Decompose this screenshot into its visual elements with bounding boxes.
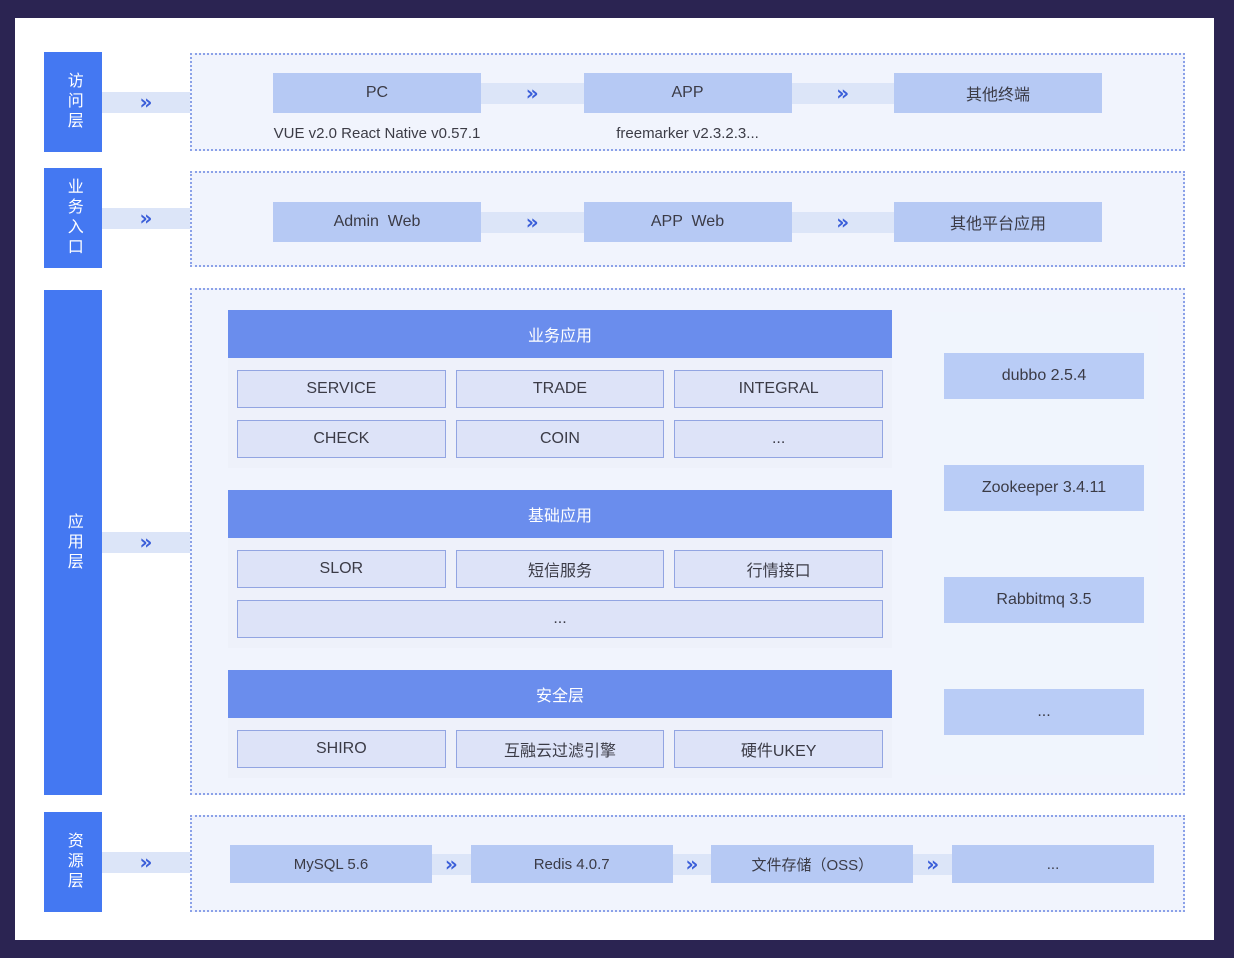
connector-access: »	[102, 92, 190, 113]
chevron-right-icon: »	[525, 209, 539, 234]
node-oss: 文件存储（OSS）	[711, 845, 914, 883]
layer-label-entry: 业务入口	[44, 168, 102, 268]
connector-resource: »	[102, 852, 190, 873]
node-other-terminal: 其他终端	[894, 73, 1102, 113]
group-security: 安全层 SHIRO 互融云过滤引擎 硬件UKEY	[228, 670, 892, 778]
mw-zookeeper: Zookeeper 3.4.11	[944, 465, 1144, 511]
middleware-column: dubbo 2.5.4 Zookeeper 3.4.11 Rabbitmq 3.…	[930, 312, 1158, 775]
cell-more-wide: ...	[237, 600, 883, 638]
layer-label-resource: 资源层	[44, 812, 102, 912]
cell-market-api: 行情接口	[674, 550, 883, 588]
layer-label-access: 访问层	[44, 52, 102, 152]
connector-entry: »	[102, 208, 190, 229]
node-other-platform: 其他平台应用	[894, 202, 1102, 242]
group-header: 业务应用	[228, 310, 892, 358]
node-box: 其他终端	[894, 73, 1102, 113]
node-admin-web: Admin Web	[273, 202, 481, 242]
connector-adminweb-appweb: »	[481, 212, 584, 233]
chevron-right-icon: »	[926, 851, 940, 876]
layer-label-text: 资源层	[64, 832, 82, 892]
cell-check: CHECK	[237, 420, 446, 458]
connector-redis-oss: »	[672, 851, 712, 876]
group-body: SLOR 短信服务 行情接口 ...	[228, 538, 892, 648]
chevron-right-icon: »	[139, 205, 153, 230]
cell-shiro: SHIRO	[237, 730, 446, 768]
node-caption: freemarker v2.3.2.3...	[616, 125, 759, 142]
group-business-apps: 业务应用 SERVICE TRADE INTEGRAL CHECK COIN .…	[228, 310, 892, 468]
access-layer-panel: PC VUE v2.0 React Native v0.57.1 » APP f…	[190, 53, 1185, 151]
cell-trade: TRADE	[455, 370, 665, 408]
connector-pc-app: »	[481, 83, 584, 104]
cell-integral: INTEGRAL	[674, 370, 883, 408]
layer-label-text: 业务入口	[64, 178, 82, 258]
cell-more: ...	[674, 420, 883, 458]
node-mysql: MySQL 5.6	[230, 845, 432, 883]
node-app: APP freemarker v2.3.2.3...	[583, 73, 792, 142]
connector-mysql-redis: »	[432, 854, 471, 875]
cell-filter-engine: 互融云过滤引擎	[455, 730, 665, 768]
chevron-right-icon: »	[139, 849, 153, 874]
entry-layer-panel: Admin Web » APP Web » 其他平台应用	[190, 171, 1185, 267]
connector-appweb-other: »	[791, 209, 894, 234]
node-box: PC	[273, 73, 481, 113]
group-basic-apps: 基础应用 SLOR 短信服务 行情接口 ...	[228, 490, 892, 648]
chevron-right-icon: »	[836, 209, 850, 234]
layer-label-application: 应用层	[44, 290, 102, 795]
application-layer-panel: 业务应用 SERVICE TRADE INTEGRAL CHECK COIN .…	[190, 288, 1185, 795]
connector-app-other: »	[791, 80, 894, 105]
chevron-right-icon: »	[139, 529, 153, 554]
node-pc: PC VUE v2.0 React Native v0.57.1	[273, 73, 481, 142]
cell-coin: COIN	[455, 420, 665, 458]
diagram-canvas: 访问层 » PC VUE v2.0 React Native v0.57.1 »…	[15, 18, 1214, 940]
chevron-right-icon: »	[444, 851, 458, 876]
group-header: 安全层	[228, 670, 892, 718]
mw-more: ...	[944, 689, 1144, 735]
node-caption: VUE v2.0 React Native v0.57.1	[273, 125, 481, 142]
chevron-right-icon: »	[525, 80, 539, 105]
group-body: SERVICE TRADE INTEGRAL CHECK COIN ...	[228, 358, 892, 468]
group-body: SHIRO 互融云过滤引擎 硬件UKEY	[228, 718, 892, 778]
cell-sms-service: 短信服务	[455, 550, 665, 588]
node-app-web: APP Web	[583, 202, 792, 242]
node-more: ...	[952, 845, 1155, 883]
mw-rabbitmq: Rabbitmq 3.5	[944, 577, 1144, 623]
application-groups: 业务应用 SERVICE TRADE INTEGRAL CHECK COIN .…	[228, 310, 892, 778]
chevron-right-icon: »	[685, 851, 699, 876]
node-redis: Redis 4.0.7	[470, 845, 673, 883]
group-header: 基础应用	[228, 490, 892, 538]
connector-application: »	[102, 532, 190, 553]
cell-service: SERVICE	[237, 370, 446, 408]
node-box: APP	[583, 73, 792, 113]
cell-slor: SLOR	[237, 550, 446, 588]
cell-ukey: 硬件UKEY	[674, 730, 883, 768]
connector-oss-more: »	[913, 851, 953, 876]
chevron-right-icon: »	[139, 89, 153, 114]
mw-dubbo: dubbo 2.5.4	[944, 353, 1144, 399]
resource-layer-panel: MySQL 5.6 » Redis 4.0.7 » 文件存储（OSS） » ..…	[190, 815, 1185, 912]
layer-label-text: 访问层	[64, 72, 82, 132]
layer-label-text: 应用层	[64, 512, 82, 573]
chevron-right-icon: »	[836, 80, 850, 105]
